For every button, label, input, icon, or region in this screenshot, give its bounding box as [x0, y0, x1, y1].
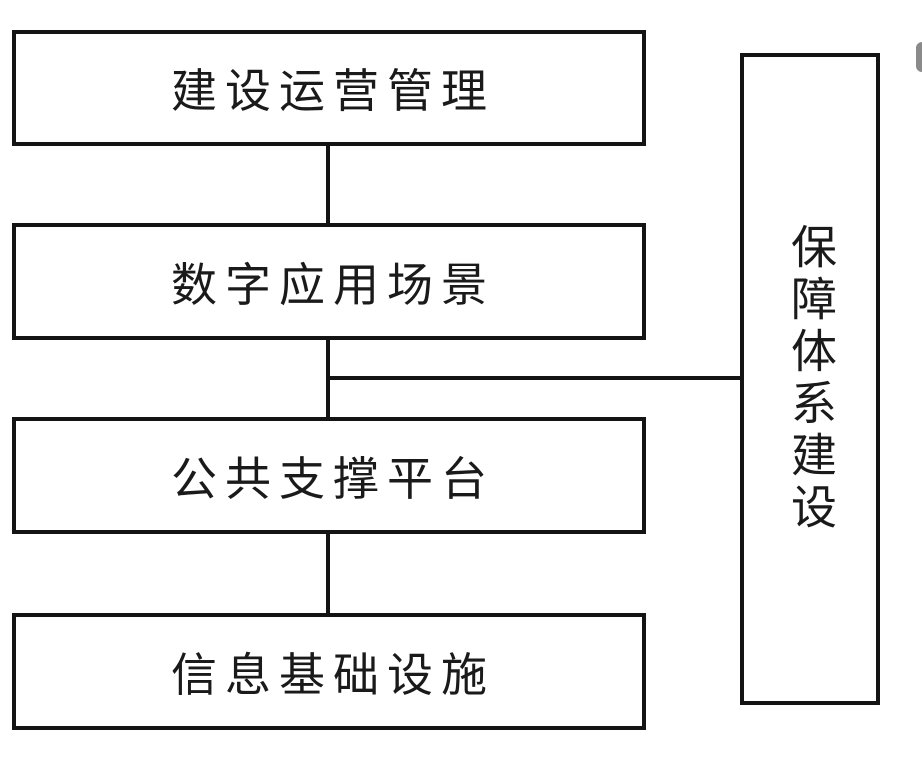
scrollbar-thumb[interactable] [916, 42, 922, 72]
connector-line-to-side-box [328, 376, 742, 380]
box-construction-operation-management: 建设运营管理 [12, 30, 646, 146]
connector-line-box1-box2 [326, 146, 330, 223]
box-information-infrastructure: 信息基础设施 [12, 613, 646, 730]
box-construction-operation-management-label: 建设运营管理 [171, 66, 495, 117]
box-digital-application-scenarios-label: 数字应用场景 [171, 259, 495, 311]
box-information-infrastructure-label: 信息基础设施 [171, 649, 495, 701]
box-public-support-platform-label: 公共支撑平台 [171, 453, 495, 505]
box-guarantee-system-construction-label: 保障体系建设 [785, 223, 836, 535]
box-guarantee-system-construction: 保障体系建设 [740, 53, 880, 705]
box-digital-application-scenarios: 数字应用场景 [12, 223, 646, 340]
box-public-support-platform: 公共支撑平台 [12, 417, 646, 534]
connector-line-box3-box4 [326, 534, 330, 613]
